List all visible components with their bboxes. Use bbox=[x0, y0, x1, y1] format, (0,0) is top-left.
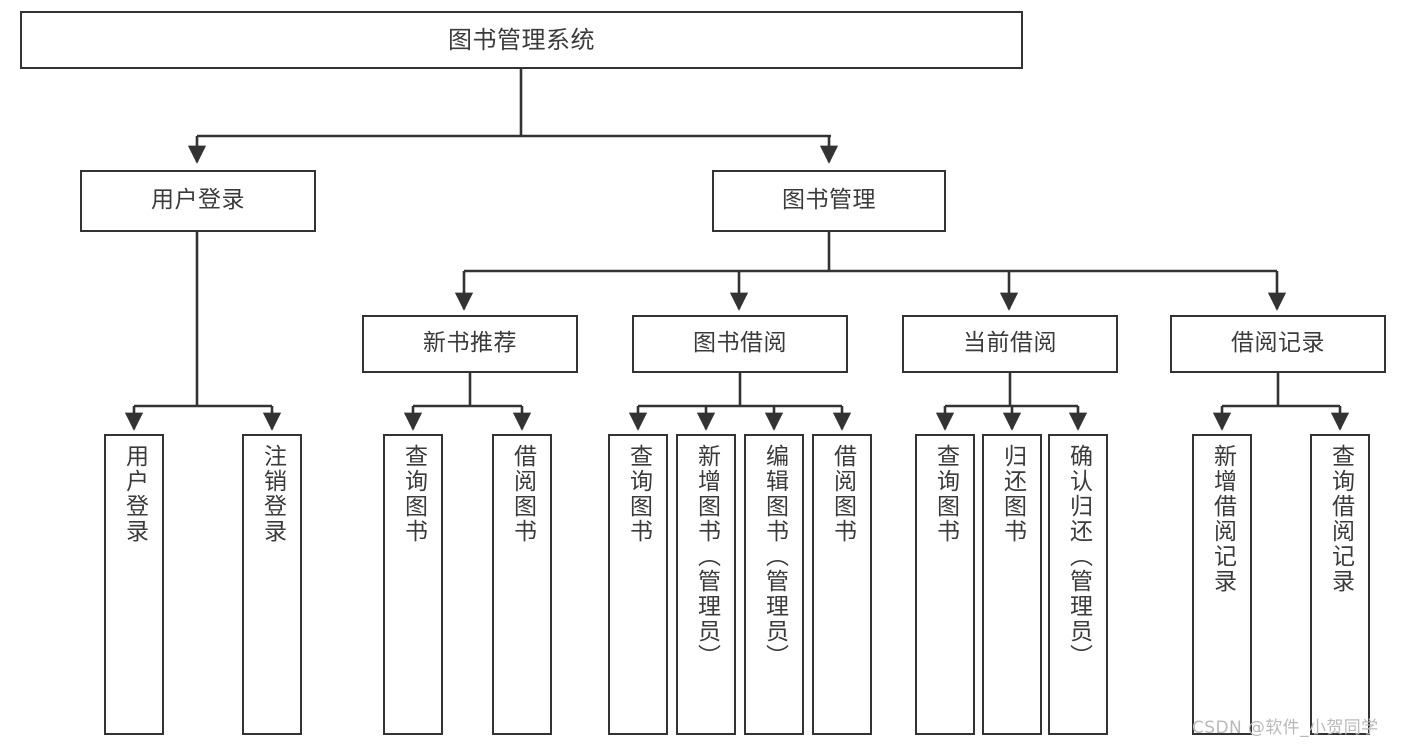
node-leaf-logout[interactable]: 注销登录 bbox=[242, 434, 302, 735]
node-label: 借阅图书 bbox=[829, 444, 856, 544]
node-leaf-borrow-book[interactable]: 借阅图书 bbox=[812, 434, 872, 735]
node-leaf-borrow-book-recommend[interactable]: 借阅图书 bbox=[492, 434, 552, 735]
node-book-manage[interactable]: 图书管理 bbox=[712, 170, 946, 232]
node-leaf-add-borrow-record[interactable]: 新增借阅记录 bbox=[1192, 434, 1252, 735]
node-label: 查询借阅记录 bbox=[1327, 444, 1354, 594]
node-leaf-add-book[interactable]: 新增图书（管理员） bbox=[676, 434, 736, 735]
node-leaf-query-book-recommend[interactable]: 查询图书 bbox=[383, 434, 443, 735]
node-label: 图书管理 bbox=[782, 187, 876, 214]
node-label: 归还图书 bbox=[999, 444, 1026, 544]
watermark-csdn: CSDN @软件_小贺同学 bbox=[1192, 718, 1379, 738]
node-label: 查询图书 bbox=[932, 444, 959, 544]
node-leaf-user-login[interactable]: 用户登录 bbox=[104, 434, 164, 735]
node-borrow-record[interactable]: 借阅记录 bbox=[1170, 315, 1386, 373]
node-book-borrow[interactable]: 图书借阅 bbox=[632, 315, 848, 373]
node-label: 用户登录 bbox=[121, 444, 148, 544]
node-label: 图书管理系统 bbox=[448, 25, 595, 54]
node-label: 编辑图书（管理员） bbox=[761, 444, 788, 669]
node-label: 借阅记录 bbox=[1231, 330, 1325, 357]
node-leaf-edit-book[interactable]: 编辑图书（管理员） bbox=[744, 434, 804, 735]
node-leaf-return-book[interactable]: 归还图书 bbox=[982, 434, 1042, 735]
node-label: 用户登录 bbox=[151, 187, 245, 214]
node-label: 新增借阅记录 bbox=[1209, 444, 1236, 594]
node-label: 查询图书 bbox=[400, 444, 427, 544]
node-label: 当前借阅 bbox=[963, 330, 1057, 357]
node-label: 新增图书（管理员） bbox=[693, 444, 720, 669]
node-new-book-recommend[interactable]: 新书推荐 bbox=[362, 315, 578, 373]
node-label: 查询图书 bbox=[625, 444, 652, 544]
node-leaf-query-book-borrow[interactable]: 查询图书 bbox=[608, 434, 668, 735]
node-label: 新书推荐 bbox=[423, 330, 517, 357]
node-leaf-query-borrow-record[interactable]: 查询借阅记录 bbox=[1310, 434, 1370, 735]
node-root-book-management-system[interactable]: 图书管理系统 bbox=[20, 11, 1023, 69]
node-label: 确认归还（管理员） bbox=[1065, 444, 1092, 669]
node-label: 图书借阅 bbox=[693, 330, 787, 357]
node-current-borrow[interactable]: 当前借阅 bbox=[902, 315, 1118, 373]
node-label: 注销登录 bbox=[259, 444, 286, 544]
node-label: 借阅图书 bbox=[509, 444, 536, 544]
node-user-login[interactable]: 用户登录 bbox=[80, 170, 316, 232]
node-leaf-query-book-current[interactable]: 查询图书 bbox=[915, 434, 975, 735]
node-leaf-confirm-return[interactable]: 确认归还（管理员） bbox=[1048, 434, 1108, 735]
